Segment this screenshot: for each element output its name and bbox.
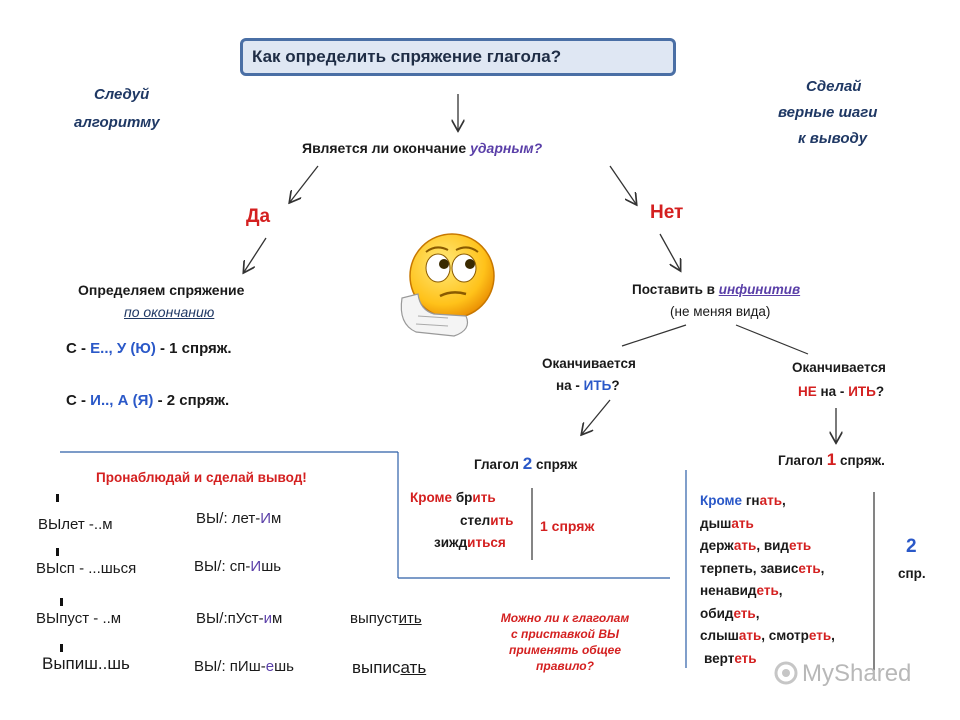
- left-note-line2: алгоритму: [74, 114, 160, 131]
- rule-2: С - И.., А (Я) - 2 спряж.: [66, 392, 230, 409]
- exception2-row: Кроме гнать,: [700, 493, 786, 508]
- line-split-left: [621, 324, 687, 347]
- observe-mid-1: ВЫ/: лет-Им: [196, 510, 282, 527]
- exception2-row: держать, видеть: [700, 538, 812, 553]
- ends-ity-line2: на - ИТЬ?: [556, 378, 620, 393]
- no-label: Нет: [650, 202, 684, 223]
- right-note-line1: Сделай: [806, 78, 862, 95]
- arrow-no-infinitive: [659, 233, 680, 270]
- exception1-label: 1 спряж: [540, 518, 595, 534]
- watermark: MyShared: [774, 660, 911, 688]
- exception2-row: обидеть,: [700, 605, 760, 621]
- observe-left-2: ВЫсп - ...шься: [36, 560, 137, 577]
- page-title: Как определить спряжение глагола?: [252, 47, 562, 66]
- arrow-to-verb2: [582, 399, 611, 434]
- title-box: [240, 38, 676, 76]
- question-highlight: ударным?: [470, 140, 543, 156]
- observe-heading: Пронаблюдай и сделай вывод!: [96, 470, 307, 485]
- yes-subheading: по окончанию: [124, 304, 215, 320]
- exception1-row3: зиждиться: [434, 535, 506, 550]
- tick-mark: [60, 598, 63, 606]
- observe-left-1: ВЫлет -..м: [38, 516, 113, 533]
- observe-mid-3: ВЫ/:пУст-им: [196, 610, 283, 627]
- question2: Можно ли к глаголам с приставкой ВЫ прим…: [500, 611, 630, 673]
- no-heading: Поставить в инфинитив: [632, 282, 801, 297]
- exception2-row: вертеть: [704, 650, 757, 666]
- arrow-yes-rule: [244, 237, 267, 272]
- exception2-list: Кроме гнать, дышать держать, видеть терп…: [700, 490, 835, 670]
- verb-conj1: Глагол 1 спряж.: [778, 450, 885, 469]
- no-subheading: (не меняя вида): [670, 304, 771, 319]
- exception2-label: спр.: [898, 566, 926, 581]
- exception2-row: ненавидеть,: [700, 583, 783, 598]
- infinitive-link: инфинитив: [718, 282, 801, 297]
- exception2-num: 2: [906, 536, 917, 557]
- right-note-line3: к выводу: [798, 130, 868, 147]
- not-ends-ity-line2: НЕ на - ИТЬ?: [798, 384, 885, 399]
- exception2-row: дышать: [700, 515, 754, 531]
- arrow-to-no: [609, 165, 636, 204]
- verb-conj2: Глагол 2 спряж: [474, 454, 578, 473]
- ends-ity-line1: Оканчивается: [542, 356, 636, 371]
- exception1-row2: стелить: [460, 513, 514, 528]
- observe-mid-4: ВЫ/: пИш-ешь: [194, 658, 294, 675]
- tick-mark: [56, 494, 59, 502]
- yes-label: Да: [246, 206, 271, 227]
- observe-mid-2: ВЫ/: сп-Ишь: [194, 558, 282, 575]
- exception2-row: слышать, смотреть,: [700, 628, 835, 643]
- yes-heading: Определяем спряжение: [78, 282, 245, 298]
- left-note-line1: Следуй: [94, 86, 150, 103]
- observe-left-4: Выпиш..шь: [42, 654, 130, 673]
- line-split-right: [735, 324, 809, 355]
- right-note-line2: верные шаги: [778, 104, 878, 121]
- not-ends-ity-line1: Оканчивается: [792, 360, 886, 375]
- observe-right-3: выпустить: [350, 610, 422, 627]
- thinking-face-icon: [400, 233, 495, 337]
- arrow-to-yes: [290, 165, 319, 202]
- tick-mark: [60, 644, 63, 652]
- exception1-row1: Кроме брить: [410, 490, 496, 505]
- observe-right-4: выписать: [352, 658, 427, 677]
- exception2-row: терпеть, зависеть,: [700, 560, 825, 576]
- question-text: Является ли окончание ударным?: [302, 140, 543, 156]
- observe-left-3: ВЫпуст - ..м: [36, 610, 122, 627]
- tick-mark: [56, 548, 59, 556]
- rule-1: С - Е.., У (Ю) - 1 спряж.: [66, 340, 232, 357]
- watermark-icon: [774, 661, 798, 685]
